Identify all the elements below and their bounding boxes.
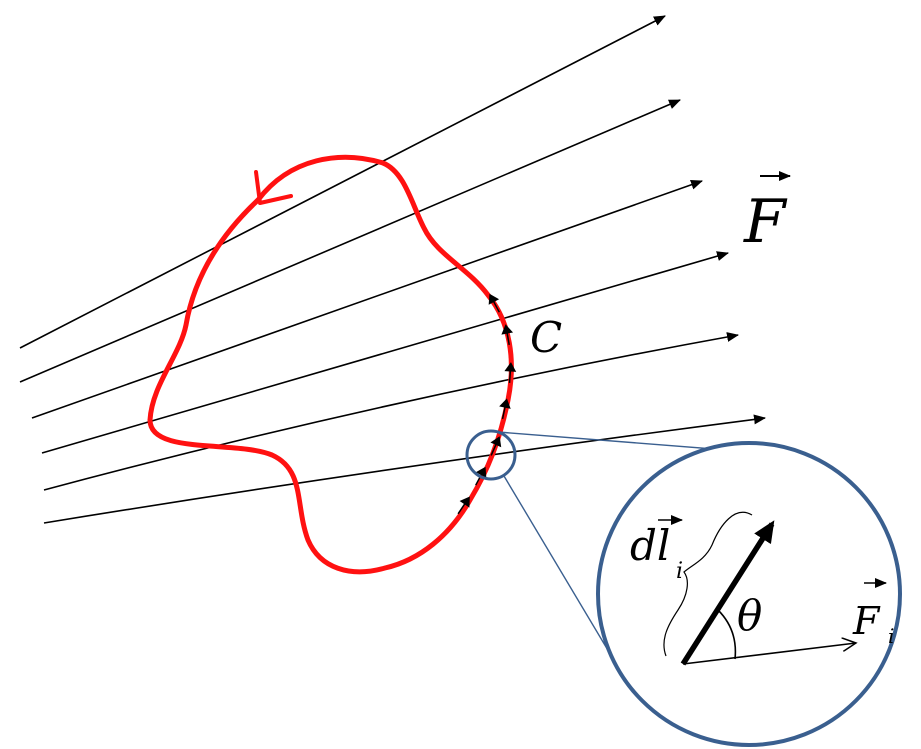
field-line-4 bbox=[41, 251, 729, 454]
curve-c bbox=[147, 154, 514, 575]
field-lines bbox=[19, 15, 766, 524]
element-label-text: dl bbox=[630, 521, 670, 570]
field-i-label-text: F bbox=[852, 599, 881, 643]
field-line-6 bbox=[43, 414, 766, 524]
element-arrow bbox=[501, 324, 514, 346]
field-line-2 bbox=[19, 99, 681, 383]
dl-brace bbox=[663, 511, 753, 657]
curve-label: C bbox=[530, 313, 562, 362]
dl-vector bbox=[680, 520, 775, 666]
element-label: dl i bbox=[630, 515, 683, 584]
angle-label: θ bbox=[737, 591, 762, 640]
element-arrow bbox=[504, 362, 517, 384]
zoom-connector-bottom bbox=[503, 475, 613, 658]
field-i-label: F i bbox=[852, 578, 894, 648]
element-label-sub: i bbox=[676, 559, 683, 584]
field-line-1 bbox=[19, 15, 666, 349]
element-arrow bbox=[488, 293, 500, 313]
element-arrow bbox=[499, 398, 511, 420]
field-line-3 bbox=[31, 179, 703, 419]
field-line-5 bbox=[43, 332, 739, 491]
element-arrows bbox=[457, 293, 517, 515]
field-label: F bbox=[743, 171, 791, 257]
curve-direction-arrow bbox=[254, 170, 293, 205]
field-i-label-sub: i bbox=[888, 624, 894, 648]
fi-vector bbox=[682, 643, 856, 665]
field-label-text: F bbox=[743, 187, 788, 257]
element-arrow bbox=[490, 436, 502, 456]
angle-arc bbox=[717, 609, 737, 660]
zoom-small-circle bbox=[465, 429, 517, 481]
element-arrow bbox=[457, 496, 470, 515]
